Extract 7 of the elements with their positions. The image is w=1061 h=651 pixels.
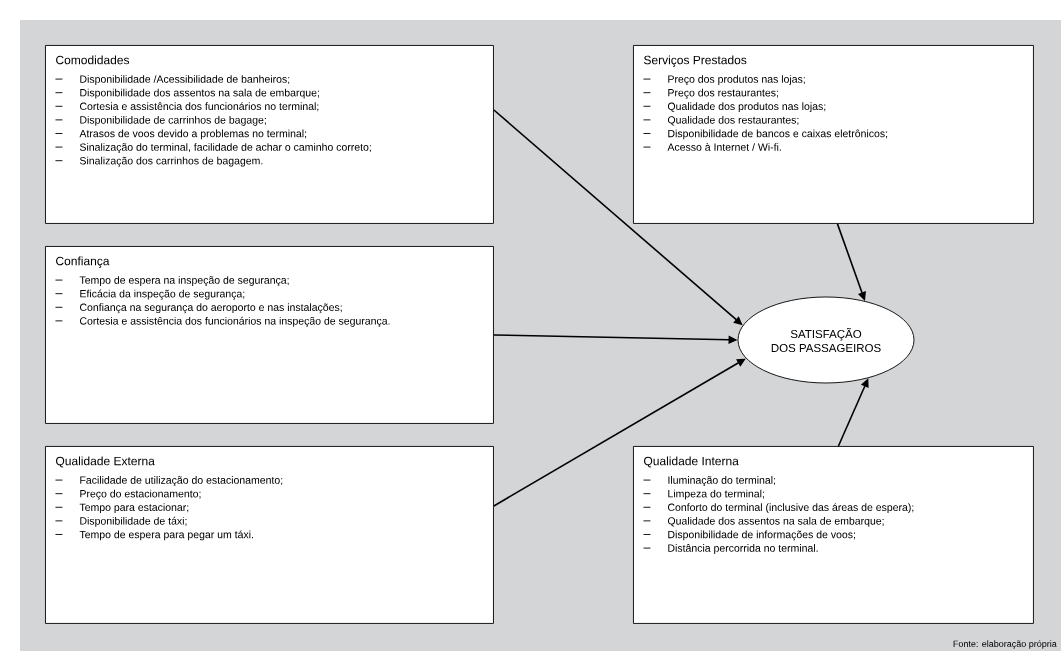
arrow — [493, 358, 746, 507]
category-box: Comodidades Disponibilidade /Acessibilidade de banheiros; Disponibilidade dos assentos na sala de embarque; Cortesia e assistência dos funcionários no terminal; Disponibilidade de carrinhos de bagage; Atrasos de voos devido a problemas no terminal; Sinalização do terminal, facilidade de achar o caminho correto; Sinalização dos carrinhos de bagagem. — [45, 45, 494, 224]
category-box: Confiança Tempo de espera na inspeção de segurança; Eficácia da inspeção de segurança; Confiança na segurança do aeroporto e nas instalações; Cortesia e assistência dos funcionários na inspeção de segurança. — [45, 246, 494, 424]
category-box: Serviços Prestados Preço dos produtos nas lojas; Preço dos restaurantes; Qualidade dos produtos nas lojas; Qualidade dos restaurantes; Disponibilidade de bancos e caixas eletrônicos; Acesso à Internet / Wi-fi. — [633, 45, 1034, 224]
caption: Fonte: elaboração própria — [953, 640, 1057, 649]
category-box: Qualidade Interna Iluminação do terminal; Limpeza do terminal; Conforto do terminal (inclusive das áreas de espera); Qualidade dos assentos na sala de embarque; Disponibilidade de informações de voos; Distância percorrida no terminal. — [633, 446, 1034, 624]
category-box: Qualidade Externa Facilidade de utilização do estacionamento; Preço do estacionamento; Tempo para estacionar; Disponibilidade de táxi; Tempo de espera para pegar um táxi. — [45, 446, 494, 624]
